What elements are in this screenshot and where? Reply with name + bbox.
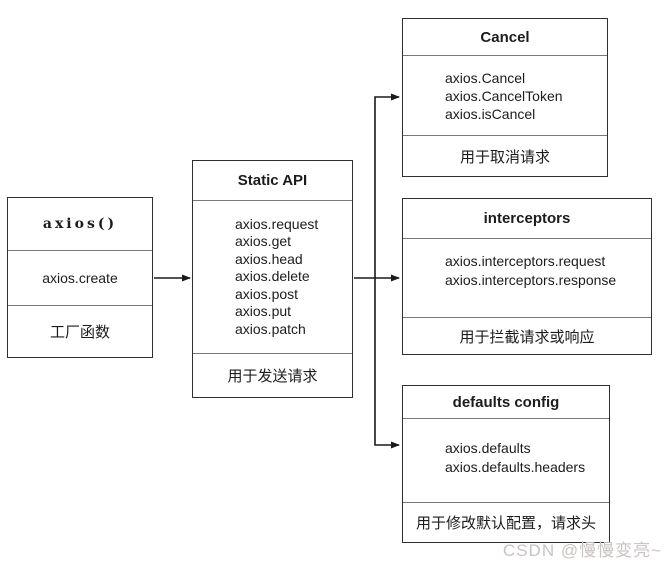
node-item: axios.put	[235, 303, 292, 320]
node-axios-title: axios()	[8, 198, 152, 251]
node-static-api-footer: 用于发送请求	[227, 368, 318, 385]
node-item: axios.interceptors.response	[445, 272, 617, 288]
node-item: axios.defaults	[445, 440, 531, 456]
node-axios-items: axios.create	[8, 251, 152, 306]
node-defaults-config-footer: 用于修改默认配置，请求头	[415, 515, 596, 532]
node-cancel-title: Cancel	[403, 19, 607, 56]
node-cancel-footer: 用于取消请求	[459, 148, 550, 166]
node-cancel-items: axios.Cancel axios.CancelToken axios.isC…	[403, 56, 607, 136]
node-static-api-items: axios.request axios.get axios.head axios…	[193, 201, 352, 354]
node-cancel: Cancel axios.Cancel axios.CancelToken ax…	[402, 18, 608, 177]
csdn-watermark: CSDN @慢慢变亮~	[502, 541, 662, 560]
node-interceptors: interceptors axios.interceptors.request …	[402, 198, 652, 355]
node-item: axios.isCancel	[445, 105, 536, 122]
node-item: axios.get	[235, 233, 292, 250]
node-item: axios.head	[235, 250, 303, 267]
node-defaults-config-items: axios.defaults axios.defaults.headers	[403, 419, 609, 503]
node-axios-footer: 工厂函数	[49, 324, 110, 341]
node-static-api: Static API axios.request axios.get axios…	[192, 160, 353, 398]
node-item: axios.delete	[235, 268, 310, 285]
edge-static-api-to-defaults-config	[374, 278, 400, 449]
node-interceptors-title: interceptors	[403, 199, 651, 239]
node-interceptors-footer: 用于拦截请求或响应	[459, 328, 595, 346]
node-item: axios.defaults.headers	[445, 459, 586, 475]
node-item: axios.patch	[235, 320, 306, 337]
node-item: axios.create	[42, 270, 118, 286]
node-item: axios.interceptors.request	[445, 253, 606, 269]
node-item: axios.Cancel	[445, 69, 526, 86]
edge-static-api-to-cancel	[354, 93, 400, 279]
node-defaults-config-title: defaults config	[403, 386, 609, 419]
node-static-api-title: Static API	[193, 161, 352, 201]
node-item: axios.CancelToken	[445, 87, 563, 104]
node-item: axios.post	[235, 285, 299, 302]
node-defaults-config: defaults config axios.defaults axios.def…	[402, 385, 610, 543]
node-item: axios.request	[235, 215, 319, 232]
node-interceptors-items: axios.interceptors.request axios.interce…	[403, 239, 651, 318]
node-axios: axios() axios.create 工厂函数	[7, 197, 153, 358]
